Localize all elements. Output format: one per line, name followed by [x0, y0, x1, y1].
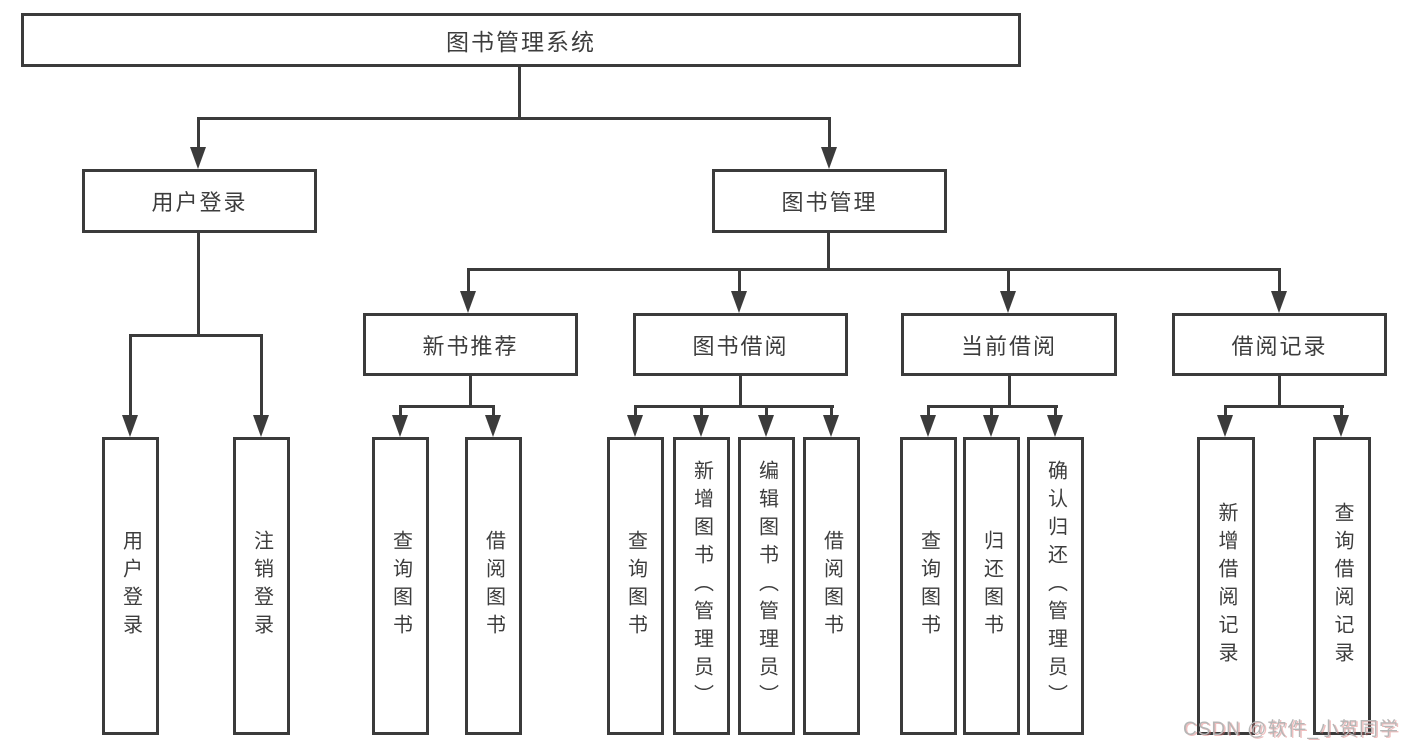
connector-stem-query-book-3: [927, 405, 930, 417]
connector-root-bar: [197, 117, 831, 120]
leaf-return-book: 归还图书: [963, 437, 1020, 735]
connector-stem-query-record: [1340, 405, 1343, 417]
connector-stem-query-book-1: [399, 405, 402, 417]
arrowhead-logout: [253, 415, 269, 437]
connector-stem-current-borrow: [1007, 268, 1010, 293]
csdn-watermark: CSDN @软件_小贺同学: [1183, 719, 1399, 740]
arrowhead-query-book-1: [392, 415, 408, 437]
arrowhead-new-books: [460, 291, 476, 313]
connector-borrow-records-stem: [1278, 376, 1281, 408]
connector-stem-new-books: [467, 268, 470, 293]
connector-stem-edit-book: [765, 405, 768, 417]
connector-new-books-stem: [469, 376, 472, 408]
connector-stem-query-book-2: [634, 405, 637, 417]
node-book-management: 图书管理: [712, 169, 947, 233]
connector-stem-borrow-book-1: [492, 405, 495, 417]
connector-stem-return-book: [990, 405, 993, 417]
arrowhead-return-book: [983, 415, 999, 437]
arrowhead-query-record: [1333, 415, 1349, 437]
arrowhead-query-book-2: [627, 415, 643, 437]
leaf-user-login: 用户登录: [102, 437, 159, 735]
leaf-query-borrow-record: 查询借阅记录: [1313, 437, 1371, 735]
connector-user-login-bar: [129, 334, 263, 337]
node-borrowing-records: 借阅记录: [1172, 313, 1387, 376]
connector-stem-logout: [260, 334, 263, 418]
leaf-borrow-book-recommend: 借阅图书: [465, 437, 522, 735]
leaf-query-book-recommend: 查询图书: [372, 437, 429, 735]
leaf-logout: 注销登录: [233, 437, 290, 735]
arrowhead-borrow-book-2: [823, 415, 839, 437]
connector-stem-add-record: [1224, 405, 1227, 417]
leaf-add-book-admin: 新增图书（管理员）: [673, 437, 730, 735]
arrowhead-current-borrow: [1000, 291, 1016, 313]
arrowhead-add-record: [1217, 415, 1233, 437]
node-new-book-recommend: 新书推荐: [363, 313, 578, 376]
leaf-query-book-borrowing: 查询图书: [607, 437, 664, 735]
arrowhead-borrow-book-1: [485, 415, 501, 437]
node-library-management-system: 图书管理系统: [21, 13, 1021, 67]
arrowhead-login: [122, 415, 138, 437]
connector-stem-login: [129, 334, 132, 418]
node-book-borrowing: 图书借阅: [633, 313, 848, 376]
node-current-borrowing: 当前借阅: [901, 313, 1117, 376]
leaf-edit-book-admin: 编辑图书（管理员）: [738, 437, 795, 735]
connector-stem-add-book: [700, 405, 703, 417]
leaf-query-book-current: 查询图书: [900, 437, 957, 735]
connector-stem-borrow-records: [1278, 268, 1281, 293]
connector-book-mgmt-bar: [467, 268, 1281, 271]
leaf-add-borrow-record: 新增借阅记录: [1197, 437, 1255, 735]
connector-current-borrow-stem: [1008, 376, 1011, 408]
connector-borrow-records-bar: [1224, 405, 1344, 408]
node-user-login: 用户登录: [82, 169, 317, 233]
connector-book-borrow-bar: [634, 405, 834, 408]
arrowhead-query-book-3: [920, 415, 936, 437]
connector-stem-borrow-book-2: [830, 405, 833, 417]
connector-stem-book-borrow: [738, 268, 741, 293]
arrowhead-book-management: [821, 147, 837, 169]
arrowhead-confirm-return: [1047, 415, 1063, 437]
connector-stem-user-login: [197, 117, 200, 149]
connector-stem-confirm-return: [1054, 405, 1057, 417]
arrowhead-edit-book: [758, 415, 774, 437]
leaf-borrow-book: 借阅图书: [803, 437, 860, 735]
connector-book-mgmt-stem: [827, 233, 830, 271]
connector-stem-book-management: [828, 117, 831, 149]
arrowhead-book-borrow: [731, 291, 747, 313]
connector-user-login-stem: [197, 233, 200, 337]
connector-root-stem: [518, 67, 521, 119]
connector-new-books-bar: [399, 405, 495, 408]
arrowhead-add-book: [693, 415, 709, 437]
arrowhead-user-login: [190, 147, 206, 169]
leaf-confirm-return-admin: 确认归还（管理员）: [1027, 437, 1084, 735]
connector-book-borrow-stem: [739, 376, 742, 408]
arrowhead-borrow-records: [1271, 291, 1287, 313]
